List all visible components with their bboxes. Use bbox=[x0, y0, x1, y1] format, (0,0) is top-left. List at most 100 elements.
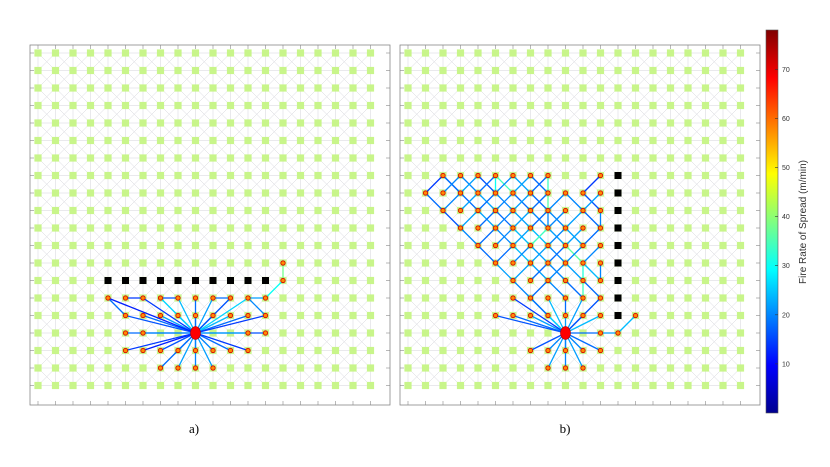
colorbar-tick-label: 70 bbox=[782, 67, 790, 74]
ignition-point bbox=[190, 326, 201, 340]
grid-cell bbox=[544, 381, 552, 390]
spread-edges bbox=[424, 174, 637, 369]
grid-cell bbox=[736, 241, 745, 250]
grid-cell bbox=[86, 49, 95, 57]
grid-cell bbox=[51, 364, 60, 372]
grid-cell bbox=[666, 189, 675, 197]
barrier-cell bbox=[614, 207, 622, 214]
burnt-node bbox=[580, 260, 586, 266]
grid-cell bbox=[596, 49, 605, 57]
grid-cell bbox=[139, 381, 147, 390]
burnt-node bbox=[245, 330, 251, 336]
grid-cell bbox=[349, 294, 357, 302]
grid-cell bbox=[561, 49, 570, 57]
spread-edge bbox=[564, 209, 584, 229]
grid-cell bbox=[509, 364, 517, 372]
grid-cell bbox=[404, 189, 412, 197]
burnt-node bbox=[245, 347, 251, 354]
grid-cell bbox=[314, 171, 322, 180]
grid-cell bbox=[579, 381, 587, 390]
grid-cell bbox=[509, 329, 517, 337]
burnt-node bbox=[157, 312, 164, 319]
grid-cell bbox=[421, 66, 430, 75]
barrier-cell bbox=[614, 277, 622, 284]
grid-cell bbox=[404, 241, 412, 250]
grid-cell bbox=[544, 154, 552, 162]
burnt-node bbox=[580, 277, 586, 284]
spread-edge bbox=[424, 174, 444, 194]
grid-cell bbox=[296, 346, 305, 355]
grid-cell bbox=[719, 224, 727, 232]
grid-cell bbox=[544, 101, 552, 110]
grid-cell bbox=[104, 381, 112, 390]
grid-cell bbox=[69, 381, 77, 390]
lattice-line bbox=[317, 332, 371, 386]
grid-cell bbox=[121, 101, 130, 110]
burnt-node bbox=[562, 312, 569, 319]
spread-edge bbox=[564, 314, 602, 334]
grid-cell bbox=[331, 364, 340, 372]
burnt-node bbox=[580, 295, 586, 301]
grid-cell bbox=[736, 189, 745, 197]
grid-cell bbox=[631, 84, 640, 92]
spread-edge bbox=[512, 314, 567, 334]
grid-cell bbox=[631, 171, 640, 180]
grid-cell bbox=[104, 101, 112, 110]
grid-cell bbox=[121, 259, 130, 267]
grid-cell bbox=[51, 294, 60, 302]
burnt-node bbox=[597, 277, 604, 284]
grid-cell bbox=[104, 66, 112, 75]
burnt-node bbox=[262, 295, 269, 301]
grid-cell bbox=[366, 154, 375, 162]
grid-cell bbox=[226, 241, 235, 250]
spread-edge bbox=[494, 209, 514, 229]
burnt-node bbox=[597, 190, 604, 196]
grid-cell bbox=[544, 84, 552, 92]
grid-cell bbox=[719, 381, 727, 390]
grid-cell bbox=[719, 259, 727, 267]
grid-cell bbox=[596, 154, 605, 162]
spread-edge bbox=[177, 332, 197, 369]
grid-cell bbox=[296, 364, 305, 372]
grid-cell bbox=[314, 136, 322, 145]
grid-cell bbox=[491, 346, 500, 355]
grid-cell bbox=[719, 84, 727, 92]
grid-cell bbox=[684, 49, 692, 57]
burnt-node bbox=[562, 260, 569, 266]
colorbar-tick-label: 30 bbox=[782, 263, 790, 270]
burnt-node bbox=[527, 260, 534, 266]
barrier-cell bbox=[192, 277, 199, 284]
grid-cell bbox=[701, 101, 710, 110]
spread-edge bbox=[194, 314, 232, 334]
grid-cell bbox=[544, 66, 552, 75]
burnt-node bbox=[475, 242, 481, 249]
grid-cell bbox=[666, 294, 675, 302]
burnt-node bbox=[527, 172, 534, 179]
grid-cell bbox=[631, 154, 640, 162]
burnt-node bbox=[280, 277, 286, 284]
spread-edge bbox=[564, 227, 584, 247]
grid-cell bbox=[69, 189, 77, 197]
grid-cell bbox=[296, 276, 305, 285]
barrier-cell bbox=[614, 259, 622, 267]
grid-cell bbox=[349, 206, 357, 215]
spread-edge bbox=[529, 209, 549, 229]
grid-cell bbox=[174, 171, 182, 180]
spread-edge bbox=[107, 297, 197, 334]
grid-cell bbox=[561, 119, 570, 127]
burnt-node bbox=[475, 190, 481, 196]
grid-cell bbox=[244, 364, 252, 372]
spread-edge bbox=[194, 314, 249, 334]
spread-edge bbox=[617, 314, 637, 334]
grid-cell bbox=[34, 346, 42, 355]
grid-cell bbox=[649, 84, 657, 92]
grid-cell bbox=[51, 66, 60, 75]
grid-cell bbox=[631, 259, 640, 267]
spread-edge bbox=[547, 279, 567, 299]
grid-cell bbox=[701, 364, 710, 372]
grid-cell bbox=[86, 101, 95, 110]
grid-cell bbox=[421, 294, 430, 302]
grid-cell bbox=[51, 329, 60, 337]
burnt-node bbox=[122, 312, 129, 319]
grid-cell bbox=[366, 259, 375, 267]
